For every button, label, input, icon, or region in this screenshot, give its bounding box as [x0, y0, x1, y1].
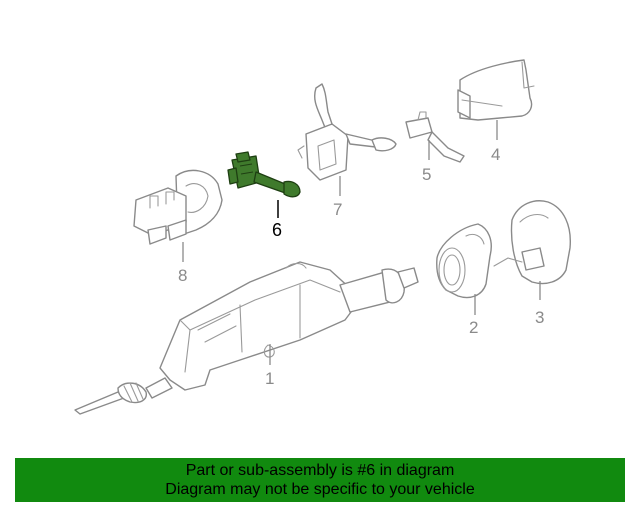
part-4-upper-shroud [457, 59, 535, 121]
part-5-switch [405, 111, 465, 163]
callout-4: 4 [491, 145, 500, 164]
part-8-bracket [133, 169, 223, 245]
callout-5: 5 [422, 165, 431, 184]
part-2-column-cover [436, 223, 492, 299]
callout-7: 7 [333, 200, 342, 219]
parts-diagram: 1 2 3 4 5 7 [74, 59, 571, 415]
caption-line-1: Part or sub-assembly is #6 in diagram [185, 462, 455, 479]
part-3-lower-shroud [493, 200, 571, 285]
callout-2: 2 [469, 318, 478, 337]
part-6-combination-switch-highlighted[interactable] [227, 151, 301, 198]
callout-3: 3 [535, 308, 544, 327]
callout-1: 1 [265, 369, 274, 388]
callout-8: 8 [178, 266, 187, 285]
part-1-steering-column [74, 261, 419, 415]
caption-banner: Part or sub-assembly is #6 in diagram Di… [15, 458, 625, 502]
caption-line-2: Diagram may not be specific to your vehi… [165, 481, 475, 498]
callout-6: 6 [272, 220, 282, 240]
part-7-switch-housing [297, 83, 397, 181]
